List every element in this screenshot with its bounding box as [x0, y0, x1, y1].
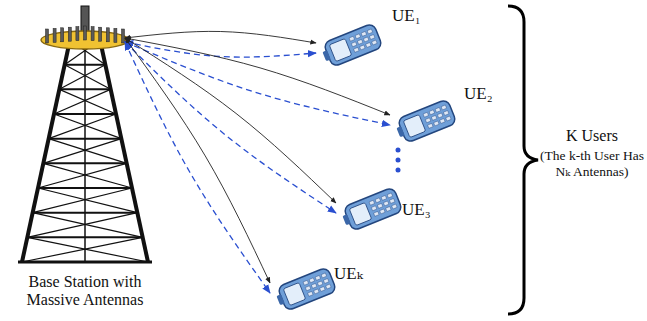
- phone-icon: [272, 264, 342, 314]
- user-equipment: UEₖ: [272, 258, 366, 318]
- downlink-arrow: [125, 31, 316, 43]
- uplink-arrow: [125, 42, 270, 293]
- group-title: K Users: [540, 126, 644, 145]
- uplink-arrow: [125, 42, 336, 213]
- phone-icon: [338, 184, 408, 234]
- station-label: Base Station with Massive Antennas: [10, 273, 160, 310]
- downlink-arrow: [125, 38, 270, 283]
- user-equipment: UE₁: [318, 6, 424, 72]
- uplink-arrow: [125, 42, 316, 57]
- phone-icon: [318, 20, 388, 70]
- user-label: UE₃: [402, 200, 431, 220]
- user-equipment: UE₂: [392, 84, 496, 146]
- user-label: UEₖ: [334, 264, 363, 284]
- downlink-arrow: [125, 38, 336, 203]
- base-station: Base Station with Massive Antennas: [5, 8, 165, 310]
- user-label: UE₂: [464, 84, 493, 104]
- ellipsis-dots: [396, 148, 401, 173]
- curly-brace: [508, 6, 538, 314]
- phone-icon: [392, 96, 462, 146]
- tower-illustration: [18, 6, 152, 262]
- group-note: (The k-th User Has Nₖ Antennas): [540, 148, 644, 180]
- user-label: UE₁: [392, 6, 421, 26]
- user-equipment: UE₃: [338, 180, 434, 242]
